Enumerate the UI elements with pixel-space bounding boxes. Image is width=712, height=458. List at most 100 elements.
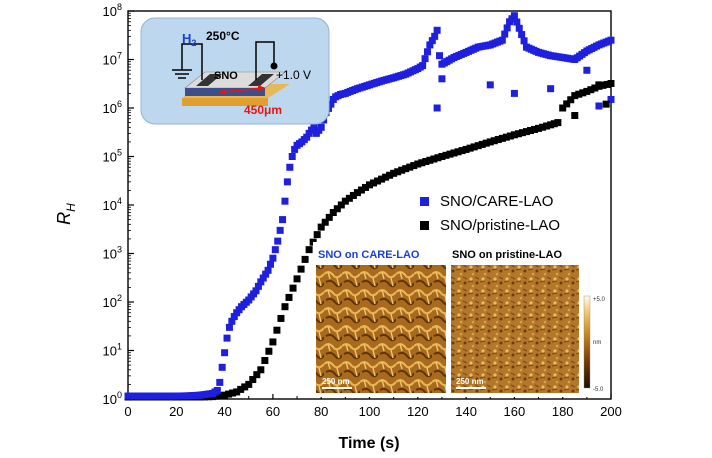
data-point <box>515 24 523 32</box>
afm-image-pristine <box>451 265 579 393</box>
data-point <box>478 140 486 148</box>
x-tick-label: 40 <box>217 404 231 419</box>
ground-icon <box>172 69 192 79</box>
x-tick-label: 200 <box>600 404 622 419</box>
data-point <box>595 81 603 89</box>
data-point <box>213 386 221 394</box>
data-point <box>426 41 434 49</box>
data-point <box>301 255 309 263</box>
data-point <box>486 138 494 146</box>
x-tick-label: 100 <box>359 404 381 419</box>
data-point <box>233 388 241 396</box>
data-point <box>297 265 305 273</box>
data-point <box>394 168 402 176</box>
data-point <box>494 136 502 144</box>
data-point <box>291 145 299 153</box>
h2-label-sub: 2 <box>191 38 196 48</box>
data-point <box>599 81 607 89</box>
data-point <box>237 385 245 393</box>
data-point <box>607 36 615 44</box>
data-point <box>414 160 422 168</box>
data-point <box>428 37 436 45</box>
data-point <box>554 119 562 127</box>
arrow-right-head-icon <box>258 85 266 91</box>
data-point <box>276 226 284 234</box>
data-point <box>518 31 526 39</box>
data-point <box>434 154 442 162</box>
series-care <box>124 12 615 400</box>
data-point <box>518 129 526 137</box>
data-point <box>273 326 281 334</box>
data-point <box>579 89 587 97</box>
width-label: 450μm <box>244 103 282 117</box>
y-axis-label-main: R <box>54 212 74 225</box>
x-tick-label: 80 <box>314 404 328 419</box>
data-point <box>285 293 293 301</box>
data-point <box>607 95 615 103</box>
data-point <box>547 85 555 93</box>
legend-label-care: SNO/CARE-LAO <box>440 193 553 210</box>
data-point <box>398 166 406 174</box>
data-point <box>230 313 238 321</box>
data-point <box>259 274 267 282</box>
colorbar-unit: nm <box>593 340 601 346</box>
data-point <box>510 12 518 20</box>
data-point <box>514 130 522 138</box>
data-point <box>418 159 426 167</box>
data-point <box>506 132 514 140</box>
colorbar-min: -5.0 <box>593 387 604 393</box>
data-point <box>406 163 414 171</box>
data-point <box>228 317 236 325</box>
y-tick-label: 102 <box>103 293 122 310</box>
data-point <box>535 124 543 132</box>
y-tick-label: 107 <box>103 51 122 68</box>
data-point <box>520 37 528 45</box>
data-point <box>498 134 506 142</box>
data-point <box>502 133 510 141</box>
data-point <box>442 151 450 159</box>
arrow-left-head-icon <box>218 89 226 95</box>
data-point <box>436 52 444 60</box>
data-point <box>450 149 458 157</box>
data-point <box>571 92 579 100</box>
scale-bar-right-label: 250 nm <box>456 377 484 386</box>
data-point <box>225 323 233 331</box>
voltage-label: +1.0 V <box>276 68 311 82</box>
data-point <box>279 216 287 224</box>
scale-bar-left-label: 250 nm <box>322 377 350 386</box>
y-tick-label: 101 <box>103 342 122 359</box>
afm-image-care <box>316 265 446 393</box>
data-point <box>325 213 333 221</box>
data-point <box>446 150 454 158</box>
data-point <box>303 133 311 141</box>
data-series <box>124 12 615 401</box>
data-point <box>438 75 446 83</box>
h2-label-main: H <box>182 31 191 46</box>
data-point <box>410 162 418 170</box>
data-point <box>366 181 373 189</box>
data-point <box>264 266 272 274</box>
data-point <box>221 391 229 399</box>
data-point <box>218 363 226 371</box>
afm-right-title: SNO on pristine-LAO <box>452 249 562 261</box>
data-point <box>221 349 229 357</box>
data-point <box>281 197 289 205</box>
data-point <box>513 18 521 26</box>
afm-inset: SNO on CARE-LAO SNO on pristine-LAO 250 … <box>313 242 608 397</box>
device-schematic-inset: H2 250°C SNO +1.0 V 450μm <box>140 17 330 125</box>
data-point <box>543 122 551 130</box>
data-point <box>559 104 567 112</box>
data-point <box>261 357 269 365</box>
data-point <box>547 121 555 129</box>
data-point <box>591 84 599 92</box>
x-tick-label: 180 <box>552 404 574 419</box>
data-point <box>498 36 506 44</box>
data-point <box>213 392 221 400</box>
data-point <box>271 246 279 254</box>
data-point <box>374 177 382 185</box>
data-point <box>482 139 490 147</box>
data-point <box>402 165 410 173</box>
data-point <box>257 278 265 286</box>
